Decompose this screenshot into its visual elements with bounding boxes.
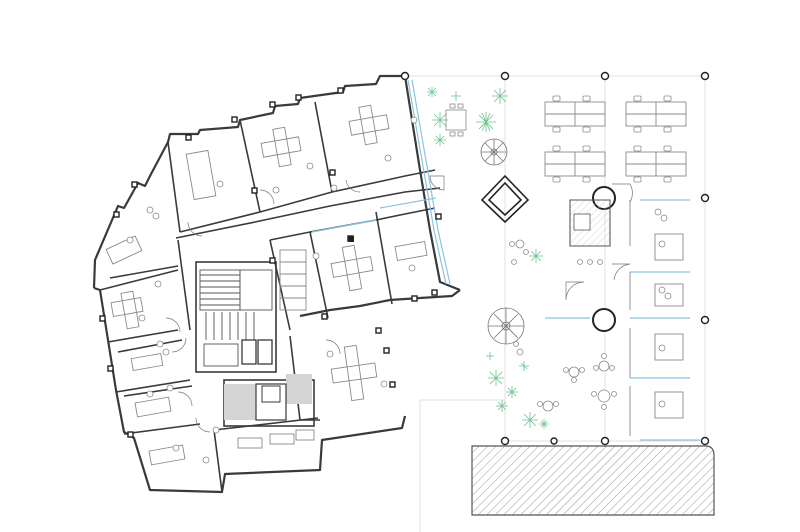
interior-walls	[99, 101, 441, 493]
shaded-service-area	[224, 374, 312, 421]
round-table-icons	[509, 239, 617, 412]
right-offices	[629, 200, 684, 436]
lounge-table	[445, 103, 467, 137]
open-office-desks	[544, 101, 687, 177]
plant-icons	[427, 87, 549, 429]
spiral-stair-icon	[480, 138, 525, 345]
glazing	[311, 79, 700, 441]
stair-core-icon	[199, 269, 273, 367]
exterior-walls	[92, 74, 461, 494]
atrium-void-icon	[480, 174, 530, 224]
column-icons	[400, 71, 710, 446]
adjacent-building-hatch	[471, 445, 715, 516]
meeting-room	[569, 199, 611, 247]
office-chairs	[126, 116, 418, 464]
desk-chairs	[552, 95, 672, 183]
door-swing-icons	[165, 175, 633, 433]
office-desks	[105, 104, 428, 466]
right-office-chairs	[654, 208, 672, 408]
square-columns	[99, 87, 442, 438]
dark-fixture	[348, 236, 354, 242]
structural-grid	[405, 75, 706, 532]
